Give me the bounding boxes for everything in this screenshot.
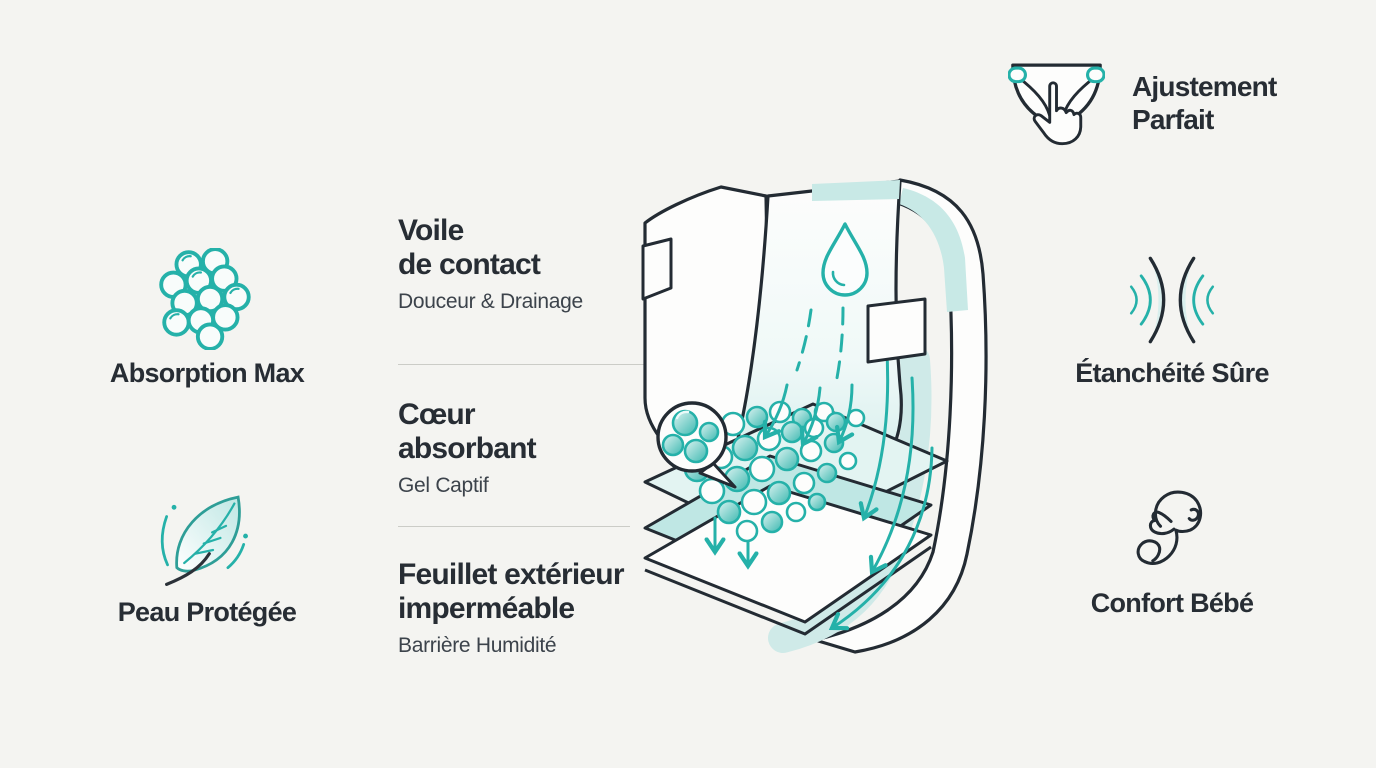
topsheet-teal-strip — [812, 180, 900, 201]
seal-arcs-icon — [1129, 256, 1215, 344]
feature-etancheite-sure: Étanchéité Sûre — [1022, 250, 1322, 389]
water-droplet-icon — [821, 222, 869, 297]
callout-title: Cœur absorbant — [398, 398, 537, 465]
wrap-teal-strip — [899, 188, 968, 312]
diaper-fit-icon — [1008, 63, 1105, 146]
callout-feuillet-exterieur: Feuillet extérieur imperméable Barrière … — [398, 558, 625, 658]
feature-label: Peau Protégée — [117, 597, 297, 627]
left-tab — [641, 237, 673, 301]
feature-label: Confort Bébé — [1090, 588, 1254, 618]
callout-title: Voile de contact — [398, 214, 541, 281]
feature-label: Étanchéité Sûre — [1075, 358, 1269, 388]
front-tab — [866, 297, 927, 364]
callout-voile-de-contact: Voile de contact Douceur & Drainage — [398, 214, 583, 314]
callout-subtitle: Gel Captif — [398, 474, 489, 497]
leaf-icon — [160, 495, 248, 586]
diaper-cutaway-illustration — [641, 178, 988, 654]
divider-line — [398, 364, 728, 365]
baby-icon — [1136, 490, 1203, 565]
divider-line — [398, 526, 630, 527]
pointing-hand-icon — [1032, 81, 1083, 146]
callout-coeur-absorbant: Cœur absorbant Gel Captif — [398, 398, 537, 498]
callout-title: Feuillet extérieur imperméable — [398, 558, 625, 625]
gel-beads-icon — [159, 248, 251, 350]
feature-absorption-max: Absorption Max — [57, 248, 357, 389]
feature-ajustement-parfait: Ajustement Parfait — [1132, 71, 1277, 135]
callout-subtitle: Douceur & Drainage — [398, 290, 583, 313]
gel-zoom-bubble — [656, 401, 737, 489]
callout-subtitle: Barrière Humidité — [398, 634, 557, 657]
feature-peau-protegee: Peau Protégée — [57, 485, 357, 628]
flow-arrows — [762, 383, 855, 448]
feature-confort-bebe: Confort Bébé — [1022, 484, 1322, 619]
feature-label: Absorption Max — [109, 358, 305, 388]
